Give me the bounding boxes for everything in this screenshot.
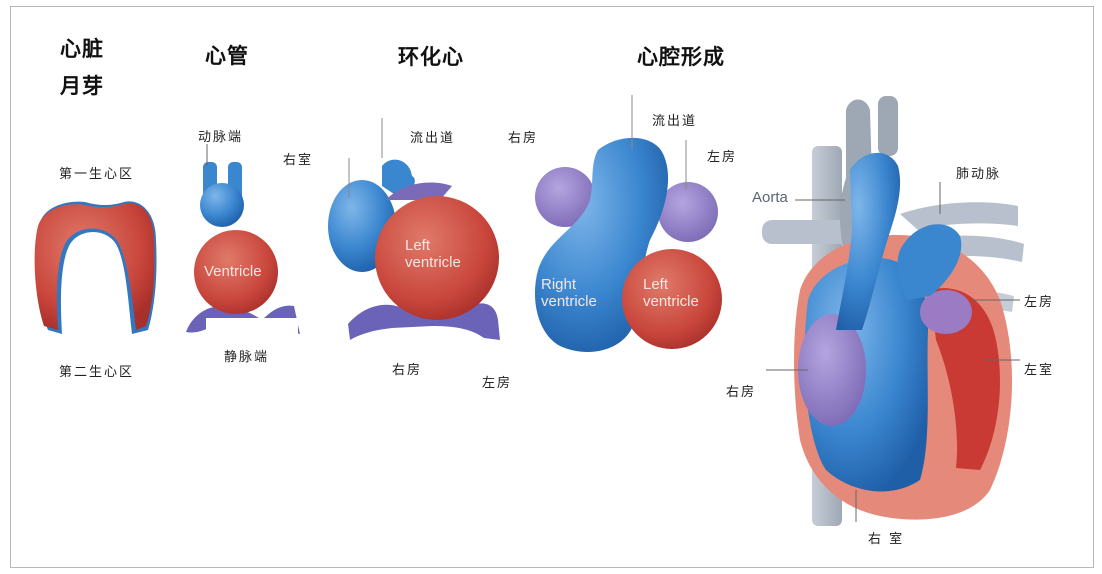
stage-title-heart-crescent-line1: 心脏: [60, 37, 104, 61]
heart-crescent-shape: [34, 201, 157, 334]
stage-title-chamber-formation: 心腔形成: [637, 45, 725, 69]
adult-heart-shape: [762, 96, 1024, 526]
label-right-atrium-loop-bottom: 右房: [392, 363, 423, 378]
label-second-heart-field: 第二生心区: [59, 365, 135, 380]
label-pulmonary-artery: 肺动脉: [956, 167, 1002, 182]
label-right-atrium-adult: 右房: [726, 385, 757, 400]
label-outflow-tract-chamber: 流出道: [652, 114, 698, 129]
label-right-atrium-loop-top: 右房: [508, 131, 539, 146]
label-first-heart-field: 第一生心区: [59, 167, 135, 182]
fig-text-right-ventricle-chamber: Right ventricle: [541, 276, 597, 310]
fig-text-left-ventricle-loop: Left ventricle: [405, 237, 461, 271]
label-right-ventricle-tube: 右室: [283, 153, 314, 168]
stage-title-looping-heart: 环化心: [398, 45, 464, 69]
stage-title-heart-tube: 心管: [205, 44, 249, 68]
fig-text-aorta: Aorta: [752, 189, 788, 206]
fig-text-ventricle: Ventricle: [204, 263, 262, 280]
heart-tube-shape: [186, 162, 300, 334]
label-right-ventricle-adult: 右 室: [868, 532, 905, 547]
label-left-atrium-loop: 左房: [482, 376, 513, 391]
label-left-ventricle-adult: 左室: [1024, 363, 1055, 378]
label-left-atrium-chamber: 左房: [707, 150, 738, 165]
fig-text-left-ventricle-chamber: Left ventricle: [643, 276, 699, 310]
label-left-atrium-adult: 左房: [1024, 295, 1055, 310]
label-venous-pole: 静脉端: [224, 350, 270, 365]
label-outflow-tract-loop: 流出道: [410, 131, 456, 146]
stage-title-heart-crescent-line2: 月芽: [60, 74, 104, 98]
looping-heart-shape: [328, 159, 500, 340]
chamber-formation-shape: [534, 137, 722, 352]
label-arterial-pole: 动脉端: [198, 130, 244, 145]
